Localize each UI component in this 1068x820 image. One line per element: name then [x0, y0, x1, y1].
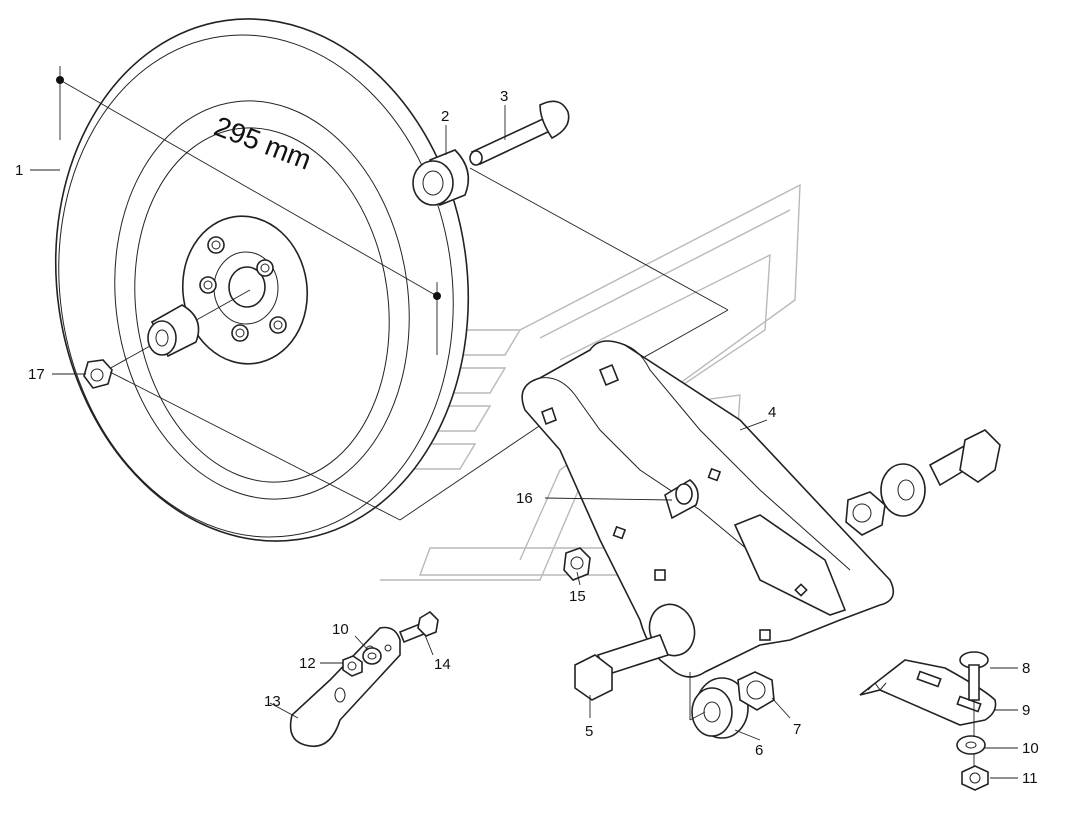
callout-10-scraper: 10	[332, 621, 349, 638]
callout-5: 5	[585, 723, 593, 740]
callout-4: 4	[768, 404, 776, 421]
nut-15	[563, 547, 591, 581]
pivot-bolt-set	[845, 429, 1001, 536]
washer-10-small	[362, 647, 382, 665]
callout-6: 6	[755, 742, 763, 759]
callout-labels: 1 2 3 4 5 6 7 8 9 10 11 10 12 13 14 15 1…	[15, 88, 1039, 787]
hub-spacer	[99, 289, 251, 375]
callout-1: 1	[15, 162, 23, 179]
washer-10	[956, 735, 986, 755]
carriage-bolt-8	[959, 651, 989, 701]
roller-6	[691, 677, 749, 739]
callout-11: 11	[1022, 770, 1038, 787]
nut-11	[961, 765, 989, 791]
callout-leaders	[30, 105, 1018, 779]
callout-9: 9	[1022, 702, 1030, 719]
callout-15: 15	[569, 588, 586, 605]
scraper-13	[289, 626, 401, 747]
callout-16: 16	[516, 490, 533, 507]
axle-bolt-3	[469, 100, 570, 166]
nut-17	[83, 359, 113, 389]
callout-10-plate: 10	[1022, 740, 1039, 757]
callout-8: 8	[1022, 660, 1030, 677]
callout-14: 14	[434, 656, 451, 673]
scraper-plate-9	[859, 659, 997, 726]
callout-13: 13	[264, 693, 281, 710]
callout-3: 3	[500, 88, 508, 105]
callout-2: 2	[441, 108, 449, 125]
disc-wheel	[54, 18, 470, 542]
bolt-5	[574, 634, 670, 701]
callout-12: 12	[299, 655, 316, 672]
bracket-4	[521, 340, 895, 678]
nut-12	[342, 655, 363, 677]
bolt-14	[398, 610, 439, 644]
callout-7: 7	[793, 721, 801, 738]
callout-17: 17	[28, 366, 45, 383]
bushing-2	[412, 149, 470, 207]
